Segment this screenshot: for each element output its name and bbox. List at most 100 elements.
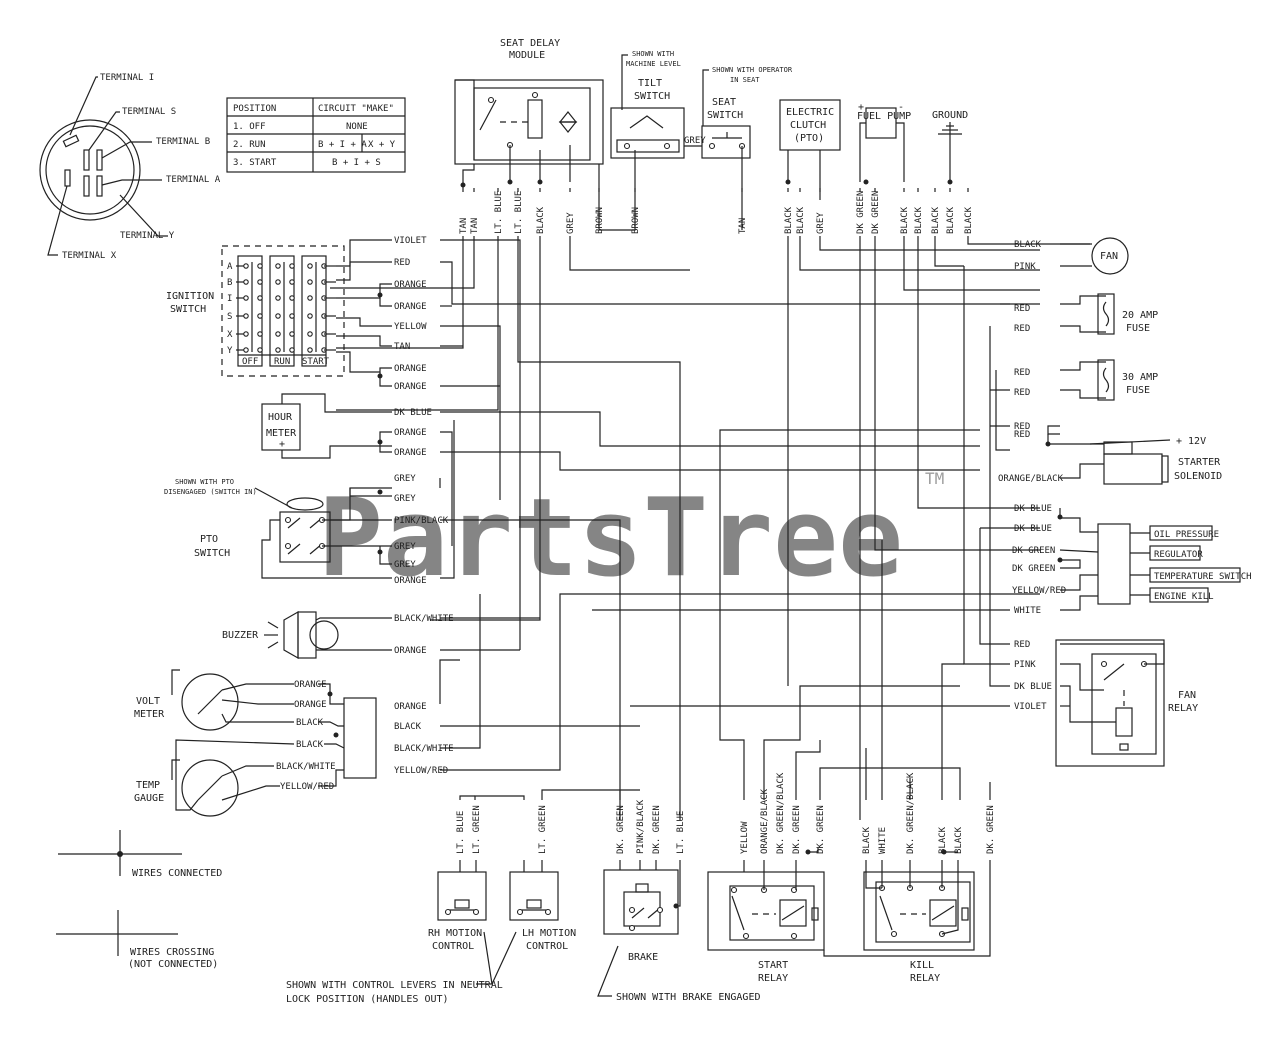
bottom-wire-label: DK. GREEN <box>816 805 826 854</box>
bottom-wire-label: DK. GREEN/BLACK <box>776 772 786 854</box>
tilt-switch-title: TILT <box>638 78 662 89</box>
fuse-20-amp <box>1097 293 1115 335</box>
top-wiring <box>330 79 1090 820</box>
terminal-s-label: TERMINAL S <box>122 107 176 117</box>
ignition-position-letter: Y <box>227 346 233 356</box>
kill-relay-title-2: RELAY <box>910 973 940 984</box>
fan-relay <box>1055 639 1165 767</box>
top-wire-label: BLACK <box>796 206 806 234</box>
right-wire-label: DK BLUE <box>1014 524 1052 534</box>
fan-relay-title: FAN <box>1178 690 1196 701</box>
bottom-wire-label: DK. GREEN <box>652 805 662 854</box>
fan-icon <box>1091 237 1129 275</box>
bottom-wire-label: DK. GREEN <box>616 805 626 854</box>
seat-switch <box>701 125 751 159</box>
start-relay-title: START <box>758 960 788 971</box>
wires-connected-label: WIRES CONNECTED <box>132 868 222 879</box>
left-wire-label: BLACK <box>296 740 324 750</box>
table-cell: 1. OFF <box>233 122 266 132</box>
wires-crossing-label-2: (NOT CONNECTED) <box>128 959 218 970</box>
brake-title: BRAKE <box>628 952 658 963</box>
bottom-wire-label: WHITE <box>878 827 888 854</box>
right-wire-label: PINK <box>1014 660 1036 670</box>
control-lever-note: SHOWN WITH CONTROL LEVERS IN NEUTRAL <box>286 980 503 991</box>
hour-meter-title-2: METER <box>266 428 297 439</box>
fan-title: FAN <box>1100 251 1118 262</box>
fuse-30-title-2: FUSE <box>1126 385 1150 396</box>
brake-switch <box>603 869 679 935</box>
hour-meter-plus: + <box>279 439 285 450</box>
left-wire-label: ORANGE <box>294 700 327 710</box>
bottom-wire-label: DK. GREEN <box>986 805 996 854</box>
top-wire-label: BROWN <box>631 207 641 234</box>
ignition-position-letter: A <box>227 262 233 272</box>
sensor-connector <box>1097 523 1131 605</box>
left-wire-label: ORANGE <box>394 448 427 458</box>
lh-motion-control-title-2: CONTROL <box>526 941 568 952</box>
table-cell: B + I + S <box>332 158 381 168</box>
right-wire-label: BLACK <box>1014 240 1042 250</box>
table-header-circuit: CIRCUIT "MAKE" <box>318 104 394 114</box>
left-wire-label: GREY <box>394 560 416 570</box>
terminal-b-label: TERMINAL B <box>156 137 210 147</box>
right-wire-label: DK BLUE <box>1014 682 1052 692</box>
top-wire-label: GREY <box>566 212 576 234</box>
right-wire-label: PINK <box>1014 262 1036 272</box>
seat-switch-title-2: SWITCH <box>707 110 743 121</box>
volt-meter-title: VOLT <box>136 696 160 707</box>
electric-clutch-title-2: CLUTCH <box>790 120 826 131</box>
ground-title: GROUND <box>932 110 968 121</box>
bottom-wire-label: LT. GREEN <box>538 805 548 854</box>
fuel-pump-minus: - <box>898 102 904 113</box>
right-wire-label: VIOLET <box>1014 702 1047 712</box>
left-wire-label: ORANGE <box>394 428 427 438</box>
key-terminal-diagram <box>39 76 168 256</box>
lh-motion-control <box>509 871 559 921</box>
buzzer-title: BUZZER <box>222 630 259 641</box>
electric-clutch-title: ELECTRIC <box>786 107 834 118</box>
left-wire-label: BLACK <box>296 718 324 728</box>
fuel-pump-plus: + <box>858 102 864 113</box>
terminal-y-label: TERMINAL Y <box>120 231 175 241</box>
terminal-i-label: TERMINAL I <box>100 73 154 83</box>
ignition-column-off: OFF <box>242 357 258 367</box>
ignition-position-letter: X <box>227 330 233 340</box>
bottom-wire-label: LT. BLUE <box>456 811 466 854</box>
watermark: PartsTree <box>318 476 903 601</box>
top-wire-label: BLACK <box>914 206 924 234</box>
start-relay <box>707 871 825 951</box>
starter-solenoid-title-2: SOLENOID <box>1174 471 1222 482</box>
pto-switch <box>279 497 331 563</box>
wire-label-grey-tilt: GREY <box>684 136 706 146</box>
left-wire-label: ORANGE <box>394 302 427 312</box>
left-wire-label: BLACK/WHITE <box>394 744 454 754</box>
oil-pressure-label: OIL PRESSURE <box>1154 530 1219 540</box>
right-wire-label: DK GREEN <box>1012 564 1055 574</box>
control-lever-note-2: LOCK POSITION (HANDLES OUT) <box>286 994 449 1005</box>
left-wire-label: GREY <box>394 542 416 552</box>
bottom-wire-label: BLACK <box>938 826 948 854</box>
top-wire-label: BLACK <box>900 206 910 234</box>
pto-switch-title-2: SWITCH <box>194 548 230 559</box>
top-wire-label: TAN <box>470 218 480 234</box>
starter-solenoid-icon <box>1103 441 1169 485</box>
right-wire-label: RED <box>1014 640 1030 650</box>
right-wire-label: DK BLUE <box>1014 504 1052 514</box>
bottom-wire-label: YELLOW <box>740 821 750 854</box>
temp-gauge-title: TEMP <box>136 780 160 791</box>
ignition-position-letter: S <box>227 312 232 322</box>
seat-delay-module-title: SEAT DELAY <box>500 38 560 49</box>
left-wire-label: TAN <box>394 342 410 352</box>
right-wire-label: RED <box>1014 422 1030 432</box>
pto-switch-title: PTO <box>200 534 218 545</box>
terminal-a-label: TERMINAL A <box>166 175 221 185</box>
rh-motion-control-title-2: CONTROL <box>432 941 474 952</box>
fan-relay-title-2: RELAY <box>1168 703 1198 714</box>
temperature-switch-label: TEMPERATURE SWITCH <box>1154 572 1252 582</box>
temp-gauge-title-2: GAUGE <box>134 793 164 804</box>
left-wire-label: ORANGE <box>394 646 427 656</box>
start-relay-title-2: RELAY <box>758 973 788 984</box>
top-wire-label: LT. BLUE <box>514 191 524 234</box>
position-table <box>226 97 406 173</box>
